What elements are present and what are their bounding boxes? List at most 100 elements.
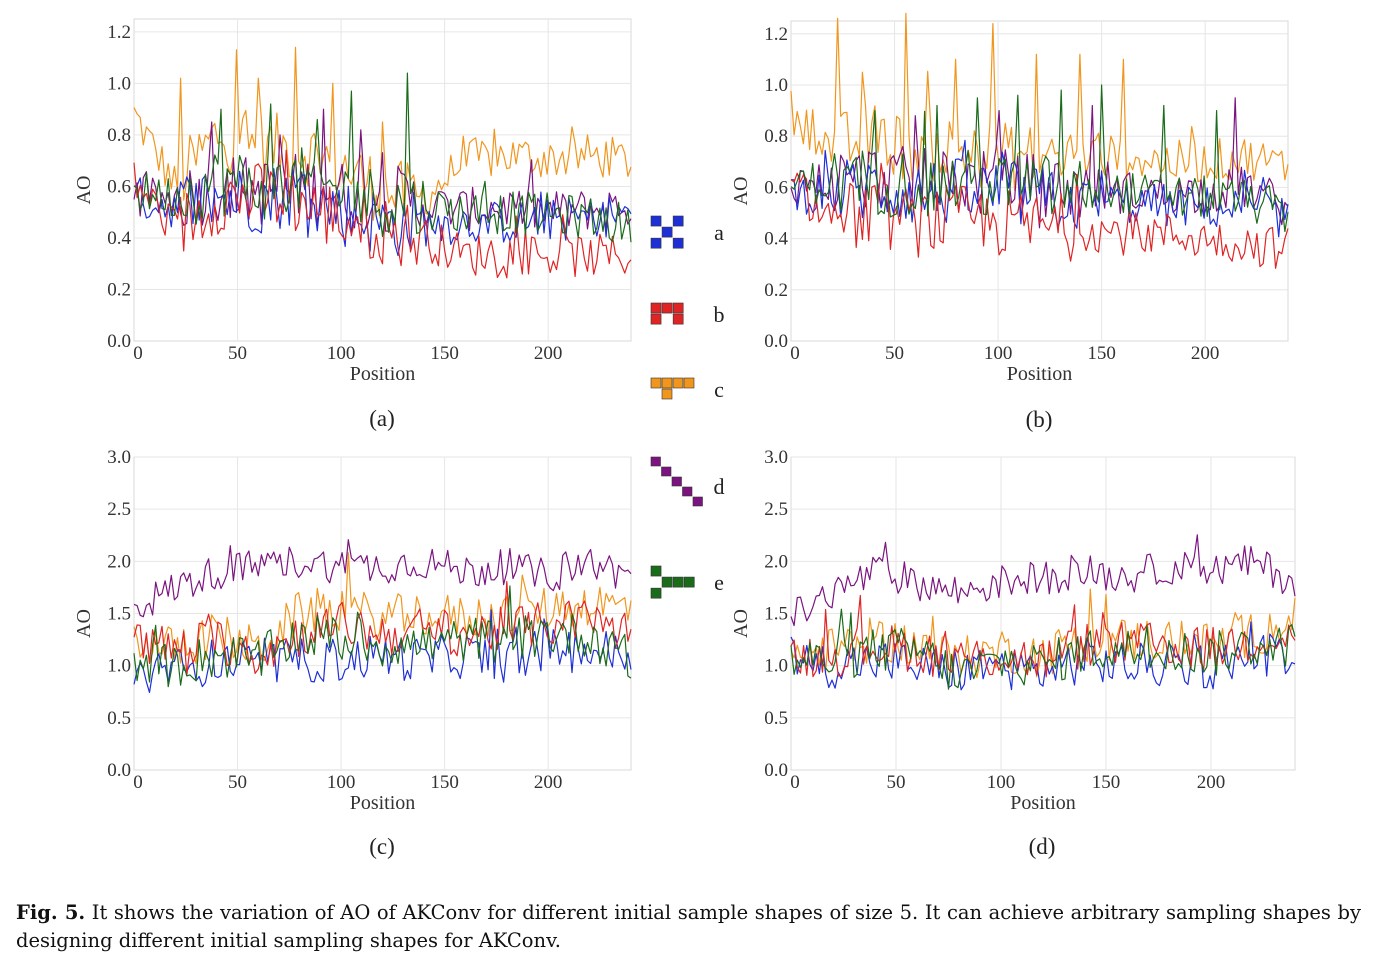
series-line-b bbox=[790, 162, 1289, 269]
y-tick-label: 1.0 bbox=[764, 656, 788, 677]
x-tick-label: 200 bbox=[534, 343, 563, 364]
y-tick-label: 0.2 bbox=[764, 280, 788, 301]
x-axis-label: Position bbox=[1010, 792, 1076, 814]
series-line-c bbox=[133, 552, 632, 665]
x-tick-label: 200 bbox=[1197, 772, 1226, 793]
y-tick-label: 0.8 bbox=[764, 126, 788, 147]
caption-text: It shows the variation of AO of AKConv f… bbox=[16, 901, 1361, 952]
y-tick-label: 2.5 bbox=[107, 499, 131, 520]
series-line-d bbox=[133, 539, 632, 618]
series-line-c bbox=[133, 46, 632, 221]
y-tick-label: 0.5 bbox=[107, 708, 131, 729]
series-line-b bbox=[133, 149, 632, 279]
x-tick-label: 50 bbox=[228, 772, 247, 793]
x-tick-label: 100 bbox=[984, 343, 1013, 364]
series-line-a bbox=[133, 168, 632, 257]
arch-pattern-5-squares-icon bbox=[650, 302, 684, 325]
y-tick-label: 1.0 bbox=[107, 73, 131, 94]
y-tick-label: 1.2 bbox=[764, 24, 788, 45]
figure-caption: Fig. 5. It shows the variation of AO of … bbox=[16, 899, 1361, 955]
series-line-b bbox=[133, 580, 632, 676]
x-axis-label: Position bbox=[1007, 363, 1073, 385]
x-tick-label: 0 bbox=[133, 343, 143, 364]
y-axis-label: AO bbox=[730, 177, 752, 206]
y-tick-label: 0.0 bbox=[107, 331, 131, 352]
y-axis-label: AO bbox=[730, 609, 752, 638]
x-tick-label: 0 bbox=[790, 772, 800, 793]
x-tick-label: 200 bbox=[1191, 343, 1220, 364]
x-tick-label: 200 bbox=[534, 772, 563, 793]
legend-label: d bbox=[714, 474, 725, 499]
series-line-a bbox=[790, 139, 1289, 238]
y-tick-label: 0.8 bbox=[107, 125, 131, 146]
y-tick-label: 0.2 bbox=[107, 279, 131, 300]
series-line-e bbox=[790, 608, 1296, 690]
x-tick-label: 0 bbox=[133, 772, 143, 793]
x-tick-label: 100 bbox=[327, 343, 356, 364]
series-line-e bbox=[790, 84, 1289, 233]
x-tick-label: 50 bbox=[228, 343, 247, 364]
y-tick-label: 0.4 bbox=[107, 228, 131, 249]
series-lines bbox=[133, 46, 632, 279]
x-tick-label: 150 bbox=[1087, 343, 1116, 364]
panel-label: (a) bbox=[369, 406, 395, 431]
y-tick-label: 1.0 bbox=[764, 75, 788, 96]
plot-area bbox=[790, 20, 1289, 342]
y-tick-label: 3.0 bbox=[107, 447, 131, 468]
panel-label: (d) bbox=[1029, 834, 1056, 859]
series-lines bbox=[790, 12, 1289, 269]
x-tick-label: 100 bbox=[987, 772, 1016, 793]
legend-item-b: b bbox=[650, 302, 725, 327]
series-line-e bbox=[133, 585, 632, 688]
y-axis-label: AO bbox=[73, 176, 95, 205]
y-tick-label: 0.5 bbox=[764, 708, 788, 729]
panel-label: (c) bbox=[369, 834, 395, 859]
y-axis-label: AO bbox=[73, 609, 95, 638]
panel-label: (b) bbox=[1026, 407, 1053, 432]
x-tick-label: 150 bbox=[430, 343, 459, 364]
legend-item-d: d bbox=[650, 456, 725, 507]
shape-legend: a b c d e bbox=[650, 215, 725, 599]
x-tick-label: 50 bbox=[885, 343, 904, 364]
legend-label: e bbox=[714, 570, 724, 595]
x-tick-label: 50 bbox=[887, 772, 906, 793]
legend-item-e: e bbox=[650, 565, 724, 599]
legend-label: b bbox=[714, 302, 725, 327]
x-tick-label: 100 bbox=[327, 772, 356, 793]
y-tick-label: 1.5 bbox=[764, 604, 788, 625]
x-pattern-5-squares-icon bbox=[650, 215, 684, 249]
caption-label: Fig. 5. bbox=[16, 901, 86, 924]
y-tick-label: 1.5 bbox=[107, 604, 131, 625]
y-tick-label: 1.0 bbox=[107, 656, 131, 677]
y-tick-label: 0.0 bbox=[764, 331, 788, 352]
x-axis-label: Position bbox=[350, 363, 416, 385]
plot-area bbox=[133, 18, 632, 342]
series-line-c bbox=[790, 12, 1289, 191]
diagonal-5-squares-icon bbox=[650, 456, 703, 507]
x-tick-label: 0 bbox=[790, 343, 800, 364]
series-line-e bbox=[133, 72, 632, 243]
x-axis-label: Position bbox=[350, 792, 416, 814]
chart-panel-b: 0 50 100 150 200 0.0 0.2 0.4 0.6 0.8 1.0 1.2Positio… bbox=[730, 12, 1289, 432]
legend-label: c bbox=[714, 377, 724, 402]
y-tick-label: 2.0 bbox=[107, 551, 131, 572]
series-line-a bbox=[790, 621, 1296, 691]
y-tick-label: 0.6 bbox=[764, 177, 788, 198]
series-line-d bbox=[790, 534, 1296, 627]
legend-label: a bbox=[714, 220, 724, 245]
step-pattern-5-squares-icon bbox=[650, 565, 695, 599]
legend-item-c: c bbox=[650, 377, 724, 402]
x-tick-label: 150 bbox=[1092, 772, 1121, 793]
y-tick-label: 0.0 bbox=[107, 760, 131, 781]
y-tick-label: 1.2 bbox=[107, 22, 131, 43]
t-pattern-5-squares-icon bbox=[650, 377, 695, 400]
series-lines bbox=[133, 539, 632, 694]
x-tick-label: 150 bbox=[430, 772, 459, 793]
y-tick-label: 0.4 bbox=[764, 229, 788, 250]
series-lines bbox=[790, 534, 1296, 691]
chart-panel-c: 0 50 100 150 200 0.0 0.5 1.0 1.5 2.0 2.5 3.0Positio… bbox=[73, 447, 632, 859]
y-tick-label: 2.0 bbox=[764, 551, 788, 572]
y-tick-label: 0.0 bbox=[764, 760, 788, 781]
